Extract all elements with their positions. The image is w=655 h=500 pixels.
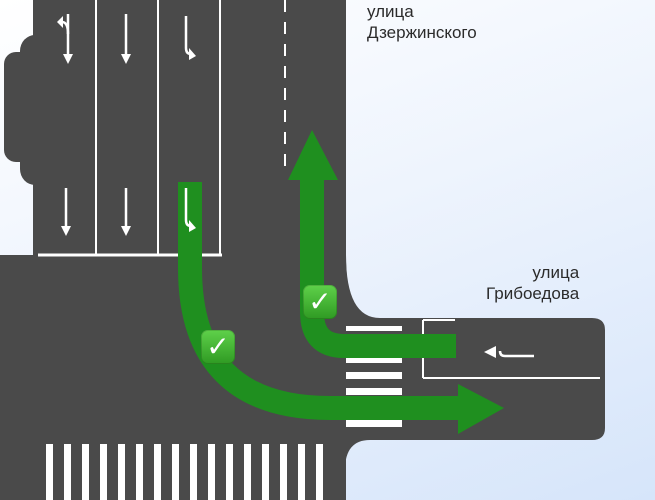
road-left-corner xyxy=(20,35,50,185)
arrow-straight-icon xyxy=(61,188,71,236)
check-mark-icon: ✓ xyxy=(201,330,235,364)
check-mark-icon: ✓ xyxy=(303,285,337,319)
route-arrow-right-turn xyxy=(178,182,504,434)
street-label-line2: Грибоедова xyxy=(486,284,580,303)
street-label-line1: улица xyxy=(532,263,580,282)
route-arrowhead-north xyxy=(288,130,338,180)
street-label-dzerzhinskogo: улица Дзержинского xyxy=(367,1,477,43)
street-label-line1: улица xyxy=(367,2,414,21)
arrow-straight-icon xyxy=(121,14,131,64)
arrow-straight-left-icon xyxy=(57,14,73,64)
arrow-left-turn-icon xyxy=(484,346,534,358)
street-label-griboedova: улица Грибоедова xyxy=(486,262,579,304)
route-arrowhead-east xyxy=(458,384,504,434)
arrow-right-turn-icon xyxy=(184,16,196,60)
crosswalk-south xyxy=(46,444,323,500)
road-corner-curve xyxy=(346,255,380,318)
street-label-line2: Дзержинского xyxy=(367,23,477,42)
arrow-straight-icon xyxy=(121,188,131,236)
